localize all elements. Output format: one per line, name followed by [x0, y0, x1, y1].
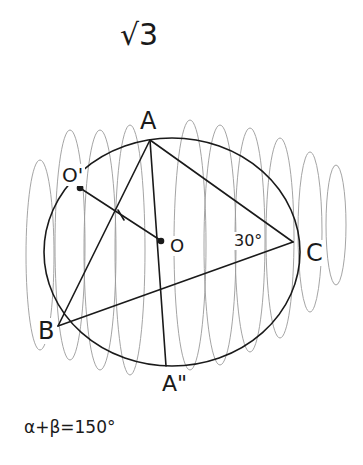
side-ac: [150, 140, 293, 242]
hatching: [26, 120, 346, 375]
tick: [118, 210, 124, 220]
diameter: [150, 140, 166, 366]
point-label: B: [36, 318, 56, 344]
center-link: [80, 188, 160, 240]
point-label: A": [160, 372, 189, 396]
point: [159, 239, 164, 244]
point-label: 30°: [232, 232, 264, 250]
angle-note: α+β=150°: [22, 418, 118, 437]
point-label: A: [138, 108, 158, 134]
circle: [44, 138, 300, 366]
construction: [44, 138, 300, 366]
point-label: O': [60, 164, 85, 186]
point-label: C: [304, 240, 325, 266]
point-label: O: [168, 236, 186, 256]
point: [78, 186, 83, 191]
length-note: √3: [118, 18, 160, 51]
